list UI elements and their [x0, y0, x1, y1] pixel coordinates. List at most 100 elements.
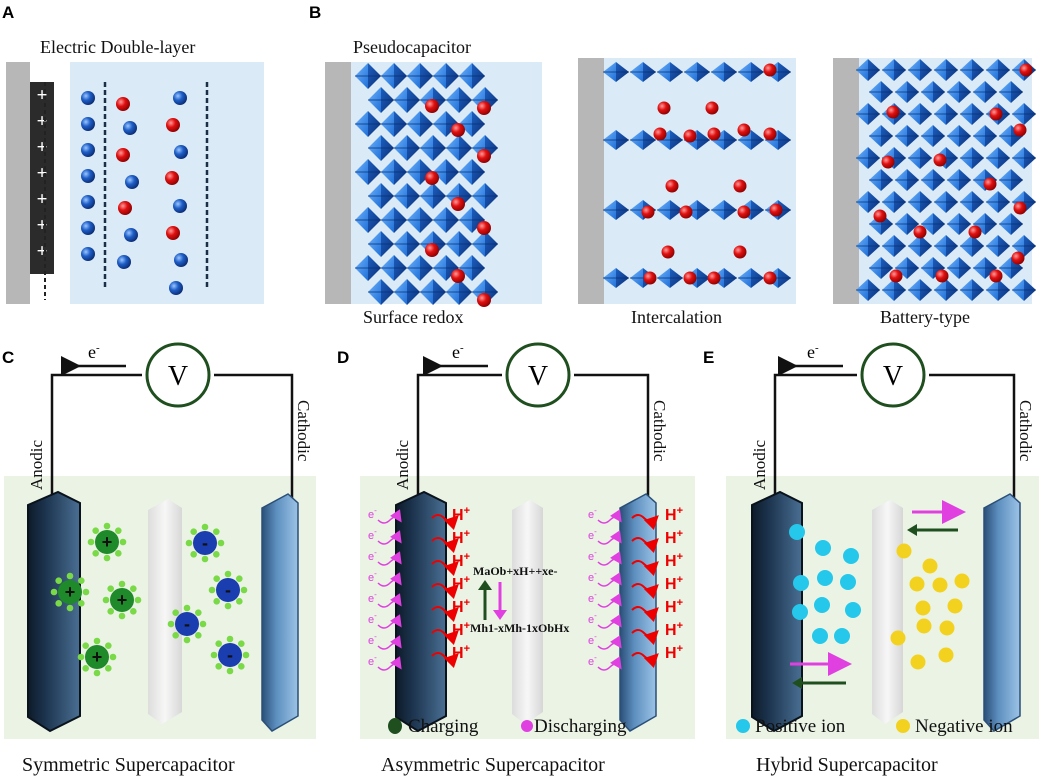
panel-b-letter: B [309, 3, 321, 22]
positive-ion [843, 548, 859, 564]
electron-flux [377, 509, 402, 524]
caption-surface-redox: Surface redox [363, 307, 463, 327]
panel-d-letter: D [337, 348, 349, 367]
voltmeter [860, 342, 926, 408]
positive-charge: + [37, 241, 48, 262]
anion [173, 91, 187, 105]
electron-flux [597, 551, 622, 566]
reaction-reduced-form: Mh1-xMh-1xObHx [470, 621, 569, 635]
lattice-ion [933, 153, 947, 167]
solvent-molecule [50, 588, 58, 596]
surface-electron: e- [368, 653, 377, 668]
positive-ion [789, 524, 805, 540]
external-circuit [773, 373, 1016, 498]
intercalated-ion [683, 271, 697, 285]
positive-ion [793, 575, 809, 591]
solvent-molecule [183, 636, 191, 644]
anion [124, 228, 138, 242]
solvent-molecule [119, 538, 127, 546]
negative-ion [915, 600, 931, 616]
anode-label: Anodic [27, 440, 46, 491]
positive-ion [834, 628, 850, 644]
surface-redox-lattice [355, 63, 498, 307]
intercalation-layers [603, 62, 791, 288]
solvent-molecule [93, 637, 101, 645]
solvent-molecule [115, 527, 122, 534]
lattice-ion [1013, 123, 1027, 137]
panel-e: E V e- Anodic Cathodic Positive ion Nega… [703, 342, 1039, 776]
anode-electrode [751, 490, 803, 733]
positive-ion [845, 602, 861, 618]
anion [123, 121, 137, 135]
external-circuit [416, 373, 650, 498]
solvent-molecule [103, 522, 111, 530]
collector-surface-redox [325, 62, 351, 304]
positive-charge: + [37, 137, 48, 158]
negative-ion [947, 598, 963, 614]
voltmeter-label: V [883, 361, 903, 392]
positive-charge: + [37, 163, 48, 184]
charging-arrow-head [478, 580, 492, 590]
proton-flux [631, 583, 659, 600]
solvent-molecule [224, 602, 232, 610]
positive-ion [817, 570, 833, 586]
intercalated-ion [707, 271, 721, 285]
electron-flux [377, 593, 402, 608]
intercalated-ion [643, 271, 657, 285]
positive-ion [840, 574, 856, 590]
legend-negative-ion: Negative ion [915, 716, 1013, 737]
electron-flux [377, 572, 402, 587]
cathode-proton: H+ [665, 597, 683, 616]
intercalated-ion [737, 205, 751, 219]
solvent-molecule [87, 538, 95, 546]
cation-sign: + [117, 590, 128, 610]
solvent-molecule [55, 600, 62, 607]
solvent-molecule [103, 554, 111, 562]
lattice-ion [1011, 251, 1025, 265]
positive-ion [792, 604, 808, 620]
negative-ion [909, 576, 925, 592]
solvent-molecule [213, 551, 220, 558]
solvent-molecule [190, 551, 197, 558]
adsorbed-anion [81, 143, 95, 157]
surface-electron: e- [368, 548, 377, 563]
cathode-label: Cathodic [294, 400, 313, 462]
solvent-molecule [217, 539, 225, 547]
intercalated-ion [657, 101, 671, 115]
caption-intercalation: Intercalation [631, 307, 722, 327]
positive-charge: + [37, 85, 48, 106]
external-circuit [50, 373, 294, 498]
panel-a-letter: A [2, 3, 14, 22]
proton-flux [631, 606, 659, 623]
surface-electron: e- [588, 590, 597, 605]
negative-ion [939, 620, 955, 636]
current-collector [6, 62, 30, 304]
electron-flux [377, 635, 402, 650]
solvent-molecule [82, 642, 89, 649]
adsorbed-anion [81, 117, 95, 131]
solvent-molecule [55, 577, 62, 584]
solvent-molecule [102, 596, 110, 604]
solvent-molecule [213, 598, 220, 605]
adsorbed-anion [81, 221, 95, 235]
proton-flux [631, 629, 659, 646]
positive-charge: + [37, 215, 48, 236]
solvent-molecule [92, 527, 99, 534]
collector-intercalation [578, 58, 604, 304]
negative-ion [890, 630, 906, 646]
adsorbed-anion [81, 169, 95, 183]
solvent-molecule [82, 665, 89, 672]
solvent-molecule [172, 609, 179, 616]
cathode-proton: H+ [665, 505, 683, 524]
panel-c-caption: Symmetric Supercapacitor [22, 754, 235, 776]
surface-electron: e- [368, 632, 377, 647]
anion-arrow-head [907, 524, 917, 536]
anion-sign: - [225, 580, 231, 600]
cation [110, 588, 134, 612]
cation [166, 118, 180, 132]
proton-flux [631, 560, 659, 577]
proton-flux [431, 583, 459, 600]
legend-charging: Charging [408, 716, 479, 737]
electron-flux [597, 593, 622, 608]
charged-electrode [30, 82, 54, 274]
